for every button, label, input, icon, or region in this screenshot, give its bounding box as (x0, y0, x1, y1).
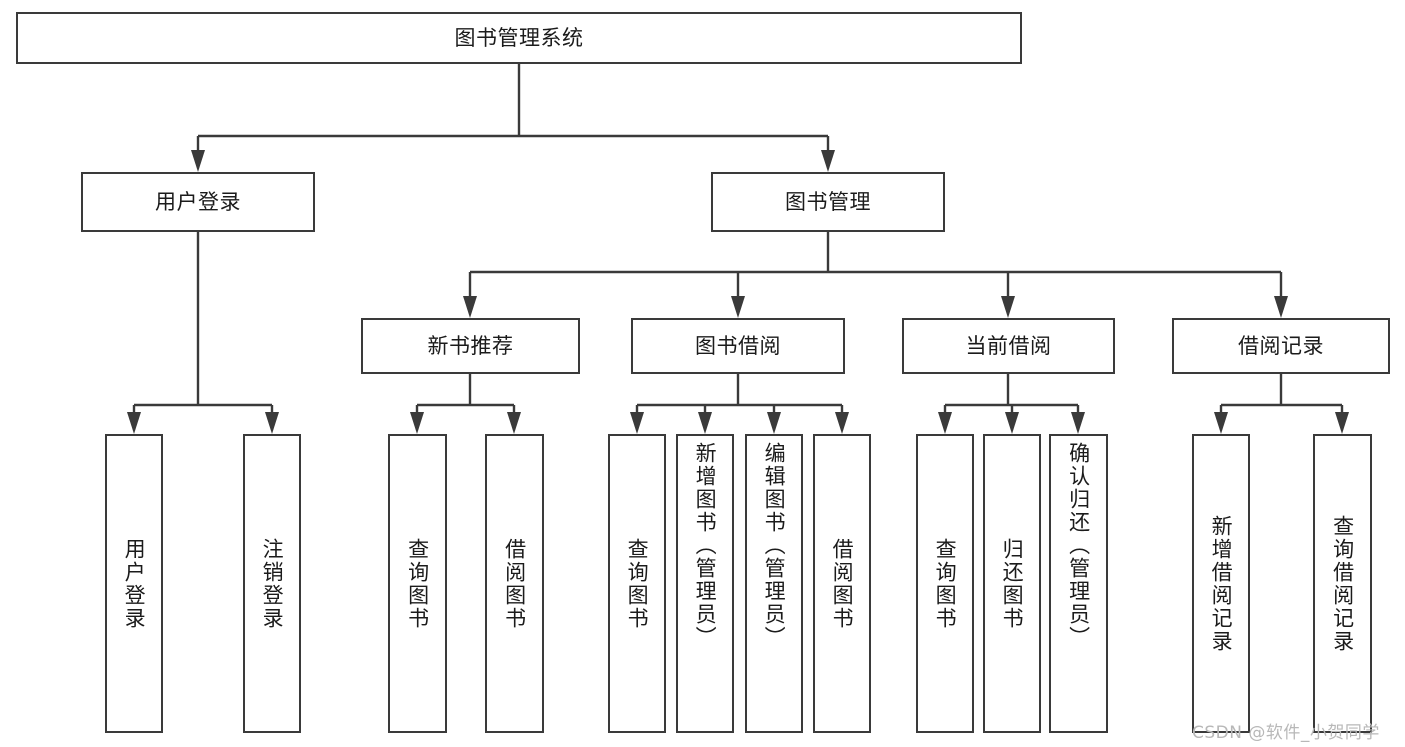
node-level3-0[interactable]: 新书推荐 (361, 318, 580, 374)
node-leaf-7[interactable]: 借阅图书 (813, 434, 871, 733)
node-leaf-11[interactable]: 新增借阅记录 (1192, 434, 1250, 733)
node-leaf-12[interactable]: 查询借阅记录 (1313, 434, 1372, 733)
node-leaf-2[interactable]: 查询图书 (388, 434, 447, 733)
node-label: 借阅图书 (502, 537, 527, 630)
node-leaf-8[interactable]: 查询图书 (916, 434, 974, 733)
node-label: 当前借阅 (965, 333, 1052, 358)
node-leaf-0[interactable]: 用户登录 (105, 434, 163, 733)
node-label: 注销登录 (260, 537, 285, 630)
node-level3-2[interactable]: 当前借阅 (902, 318, 1115, 374)
node-leaf-3[interactable]: 借阅图书 (485, 434, 544, 733)
node-leaf-9[interactable]: 归还图书 (983, 434, 1041, 733)
node-label: 编辑图书（管理员） (762, 442, 787, 649)
node-level2-1[interactable]: 图书管理 (711, 172, 945, 232)
node-label: 查询图书 (405, 537, 430, 630)
node-label: 查询图书 (625, 537, 650, 630)
node-leaf-10[interactable]: 确认归还（管理员） (1049, 434, 1108, 733)
node-label: 新书推荐 (427, 333, 514, 358)
node-level2-0[interactable]: 用户登录 (81, 172, 315, 232)
node-leaf-5[interactable]: 新增图书（管理员） (676, 434, 734, 733)
node-label: 查询借阅记录 (1330, 514, 1355, 653)
node-label: 用户登录 (122, 537, 147, 630)
node-label: 图书借阅 (695, 333, 781, 358)
node-label: 查询图书 (933, 537, 958, 630)
node-root-0[interactable]: 图书管理系统 (16, 12, 1022, 64)
node-label: 图书管理系统 (454, 25, 584, 50)
node-label: 新增图书（管理员） (693, 442, 718, 649)
node-level3-3[interactable]: 借阅记录 (1172, 318, 1390, 374)
node-leaf-4[interactable]: 查询图书 (608, 434, 666, 733)
node-level3-1[interactable]: 图书借阅 (631, 318, 845, 374)
node-label: 借阅图书 (830, 537, 855, 630)
watermark-label: CSDN @软件_小贺同学 (1192, 723, 1380, 743)
node-label: 借阅记录 (1238, 333, 1324, 358)
node-leaf-6[interactable]: 编辑图书（管理员） (745, 434, 803, 733)
node-label: 新增借阅记录 (1209, 514, 1234, 653)
node-label: 用户登录 (155, 189, 241, 214)
node-label: 归还图书 (1000, 537, 1025, 630)
node-label: 图书管理 (785, 189, 871, 214)
node-label: 确认归还（管理员） (1066, 442, 1091, 649)
node-leaf-1[interactable]: 注销登录 (243, 434, 301, 733)
